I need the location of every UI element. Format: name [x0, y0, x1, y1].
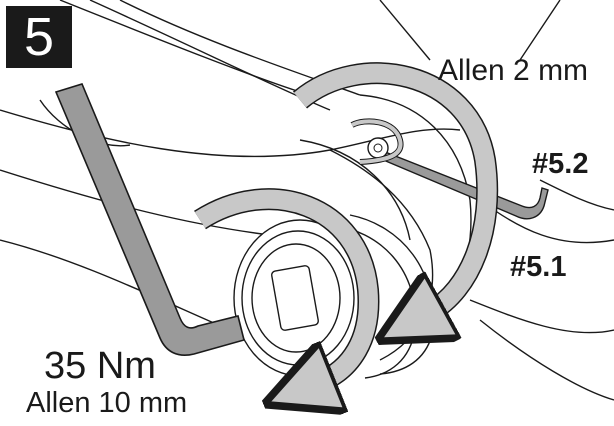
allen-key-10mm-icon: [54, 83, 245, 356]
torque-label: 35 Nm: [44, 345, 156, 387]
step-5-2-label: #5.2: [532, 148, 589, 180]
bearing-assembly: [233, 214, 434, 379]
allen-10mm-label: Allen 10 mm: [26, 387, 188, 419]
allen-2mm-label: Allen 2 mm: [438, 54, 589, 87]
step-number-badge: 5: [6, 6, 72, 68]
step-5-1-label: #5.1: [510, 251, 567, 283]
allen-key-2mm-icon: [371, 140, 549, 220]
